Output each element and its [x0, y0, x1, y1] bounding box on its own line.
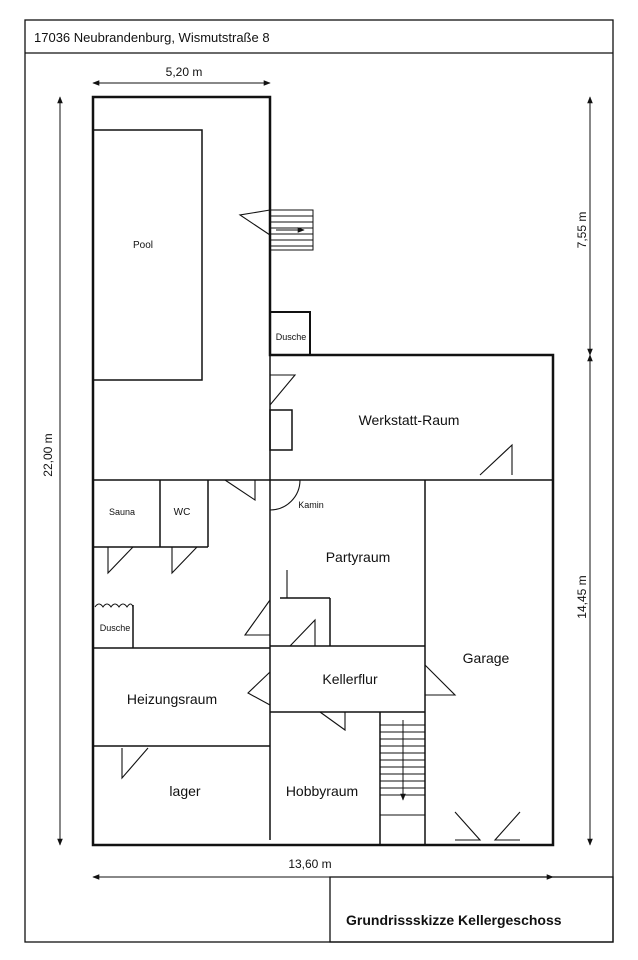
address-header: 17036 Neubrandenburg, Wismutstraße 8: [34, 30, 270, 45]
room-dusche-left: Dusche: [100, 623, 131, 633]
shower-curtain-icon: [94, 603, 134, 608]
room-sauna: Sauna: [109, 507, 135, 517]
stairs-bottom: [380, 720, 425, 816]
room-labels: Pool Dusche Werkstatt-Raum Sauna WC Kami…: [100, 240, 510, 799]
dimension-lines: [57, 80, 593, 880]
outer-walls: [91, 95, 555, 847]
room-hobbyraum: Hobbyraum: [286, 783, 358, 799]
dim-right-lower: 14,45 m: [575, 575, 589, 618]
room-werkstatt: Werkstatt-Raum: [359, 412, 460, 428]
room-kellerflur: Kellerflur: [322, 671, 378, 687]
dim-bottom-width: 13,60 m: [288, 857, 331, 871]
room-dusche-top: Dusche: [276, 332, 307, 342]
room-partyraum: Partyraum: [326, 549, 391, 565]
door-swings: [107, 209, 521, 841]
dim-right-upper: 7,55 m: [575, 212, 589, 249]
room-wc: WC: [174, 507, 191, 518]
dim-left-height: 22,00 m: [41, 433, 55, 476]
dim-top-width: 5,20 m: [166, 65, 203, 79]
room-lager: lager: [169, 783, 200, 799]
room-heizungsraum: Heizungsraum: [127, 691, 217, 707]
room-pool: Pool: [133, 240, 153, 251]
plan-title: Grundrissskizze Kellergeschoss: [346, 912, 562, 928]
room-garage: Garage: [463, 650, 510, 666]
stairs-top: [269, 209, 314, 251]
inner-walls: [92, 129, 553, 845]
page-frame: [24, 19, 614, 943]
room-kamin: Kamin: [298, 500, 324, 510]
